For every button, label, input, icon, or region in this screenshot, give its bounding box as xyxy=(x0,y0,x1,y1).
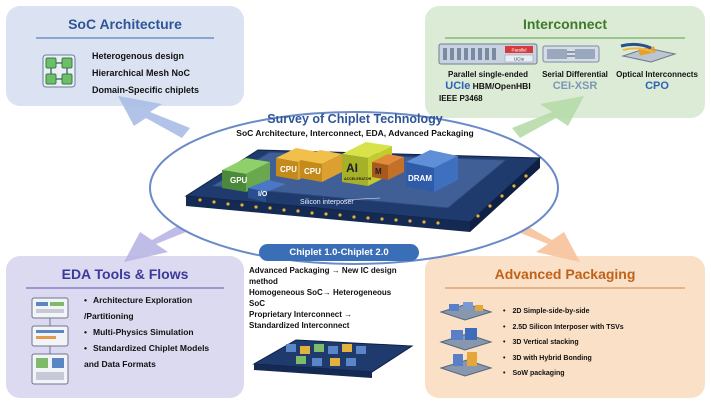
ieee-label: IEEE P3468 xyxy=(439,94,483,103)
evolution-line: Standardized Interconnect xyxy=(249,321,350,330)
dram-label: DRAM xyxy=(408,174,432,183)
eda-item: Multi-Physics Simulation xyxy=(84,324,209,340)
eda-item-continued: and Data Formats xyxy=(84,359,156,369)
chiplet-evolution-badge: Chiplet 1.0-Chiplet 2.0 xyxy=(259,244,419,261)
cpu-label: CPU xyxy=(280,165,297,174)
evolution-list: Advanced Packaging → New IC design metho… xyxy=(249,265,427,331)
m-label: M xyxy=(375,167,382,176)
eda-title: EDA Tools & Flows xyxy=(61,266,189,282)
cpu-label: CPU xyxy=(304,167,321,176)
eda-panel: EDA Tools & Flows Architecture Explorati… xyxy=(6,256,244,398)
evolution-line: SoC xyxy=(249,299,265,308)
interconnect-title: Interconnect xyxy=(522,16,607,32)
chiplet-package: GPU CPU CPU AI ACCELERATOR M DRAM I/O Si… xyxy=(184,142,542,232)
io-label: I/O xyxy=(258,191,268,198)
die-label-ucie: UCIe xyxy=(514,57,525,62)
packaging-item: 3D Vertical stacking xyxy=(503,335,624,351)
title-underline xyxy=(445,287,685,289)
soc-item: Domain-Specific chiplets xyxy=(92,85,200,95)
silicon-interposer-label: Silicon interposer xyxy=(300,199,354,206)
packaging-item: 3D with Hybrid Bonding xyxy=(503,351,624,367)
evolution-line: method xyxy=(249,277,278,286)
eda-item: Standardized Chiplet Models xyxy=(84,340,209,356)
packaging-item: 2.5D Silicon Interposer with TSVs xyxy=(503,320,623,336)
parallel-interface-icon: Parallel UCIe xyxy=(438,43,538,65)
advanced-packaging-panel: Advanced Packaging 2D Simple-side-by-sid… xyxy=(425,256,705,398)
title-underline xyxy=(26,287,224,289)
evolution-line: Proprietary Interconnect → xyxy=(249,310,353,319)
eda-list: Architecture Exploration /Partitioning M… xyxy=(84,292,209,372)
eda-item: Architecture Exploration xyxy=(84,292,209,308)
serial-column: Serial Differential CEI-XSR xyxy=(537,70,613,92)
arrow-to-interconnect xyxy=(512,96,584,138)
serial-heading: Serial Differential xyxy=(542,70,608,79)
optical-heading: Optical Interconnects xyxy=(616,70,698,79)
survey-subtitle: SoC Architecture, Interconnect, EDA, Adv… xyxy=(236,128,474,138)
advanced-packaging-title: Advanced Packaging xyxy=(494,266,636,282)
soc-architecture-panel: SoC Architecture Heterogenous design Hie… xyxy=(6,6,244,106)
eda-flow-icon xyxy=(31,297,69,385)
packaging-item: SoW packaging xyxy=(503,366,624,382)
advanced-packaging-list: 2D Simple-side-by-side 2.5D Silicon Inte… xyxy=(503,304,624,382)
soc-architecture-title: SoC Architecture xyxy=(68,16,182,32)
packaging-stack-icon xyxy=(439,302,493,377)
arrow-to-soc xyxy=(118,96,190,138)
soc-item: Heterogenous design xyxy=(92,51,185,61)
packaging-item: 2D Simple-side-by-side xyxy=(503,304,624,320)
title-underline xyxy=(445,37,685,39)
arrow-to-eda xyxy=(124,220,196,262)
die-label-parallel: Parallel xyxy=(511,48,526,53)
serial-interface-icon xyxy=(542,45,600,63)
survey-title: Survey of Chiplet Technology xyxy=(267,112,443,126)
ucie-label: UCIe xyxy=(445,80,471,92)
arrow-to-advanced xyxy=(508,220,580,262)
title-underline xyxy=(36,37,214,39)
cei-xsr-label: CEI-XSR xyxy=(552,80,598,92)
evolution-line: Advanced Packaging → New IC design xyxy=(249,266,397,275)
accelerator-label: ACCELERATOR xyxy=(344,177,372,181)
evolution-line: Homogeneous SoC→ Heterogeneous xyxy=(249,288,392,297)
optical-column: Optical Interconnects CPO xyxy=(611,70,703,92)
parallel-column: Parallel single-ended UCIe HBM/OpenHBI I… xyxy=(433,70,543,103)
noc-mesh-icon xyxy=(42,54,76,88)
eda-item-continued: /Partitioning xyxy=(84,311,134,321)
optical-interface-icon xyxy=(620,42,677,63)
parallel-heading: Parallel single-ended xyxy=(447,70,529,79)
hbm-label: HBM/OpenHBI xyxy=(472,81,531,91)
soc-item: Hierarchical Mesh NoC xyxy=(92,68,191,78)
gpu-label: GPU xyxy=(230,176,248,185)
cpo-label: CPO xyxy=(645,80,669,92)
wafer-package-illustration xyxy=(252,339,414,378)
ai-label: AI xyxy=(346,161,358,175)
soc-architecture-list: Heterogenous design Hierarchical Mesh No… xyxy=(92,48,199,99)
interconnect-panel: Interconnect Parallel UCIe Parallel sing… xyxy=(425,6,705,118)
